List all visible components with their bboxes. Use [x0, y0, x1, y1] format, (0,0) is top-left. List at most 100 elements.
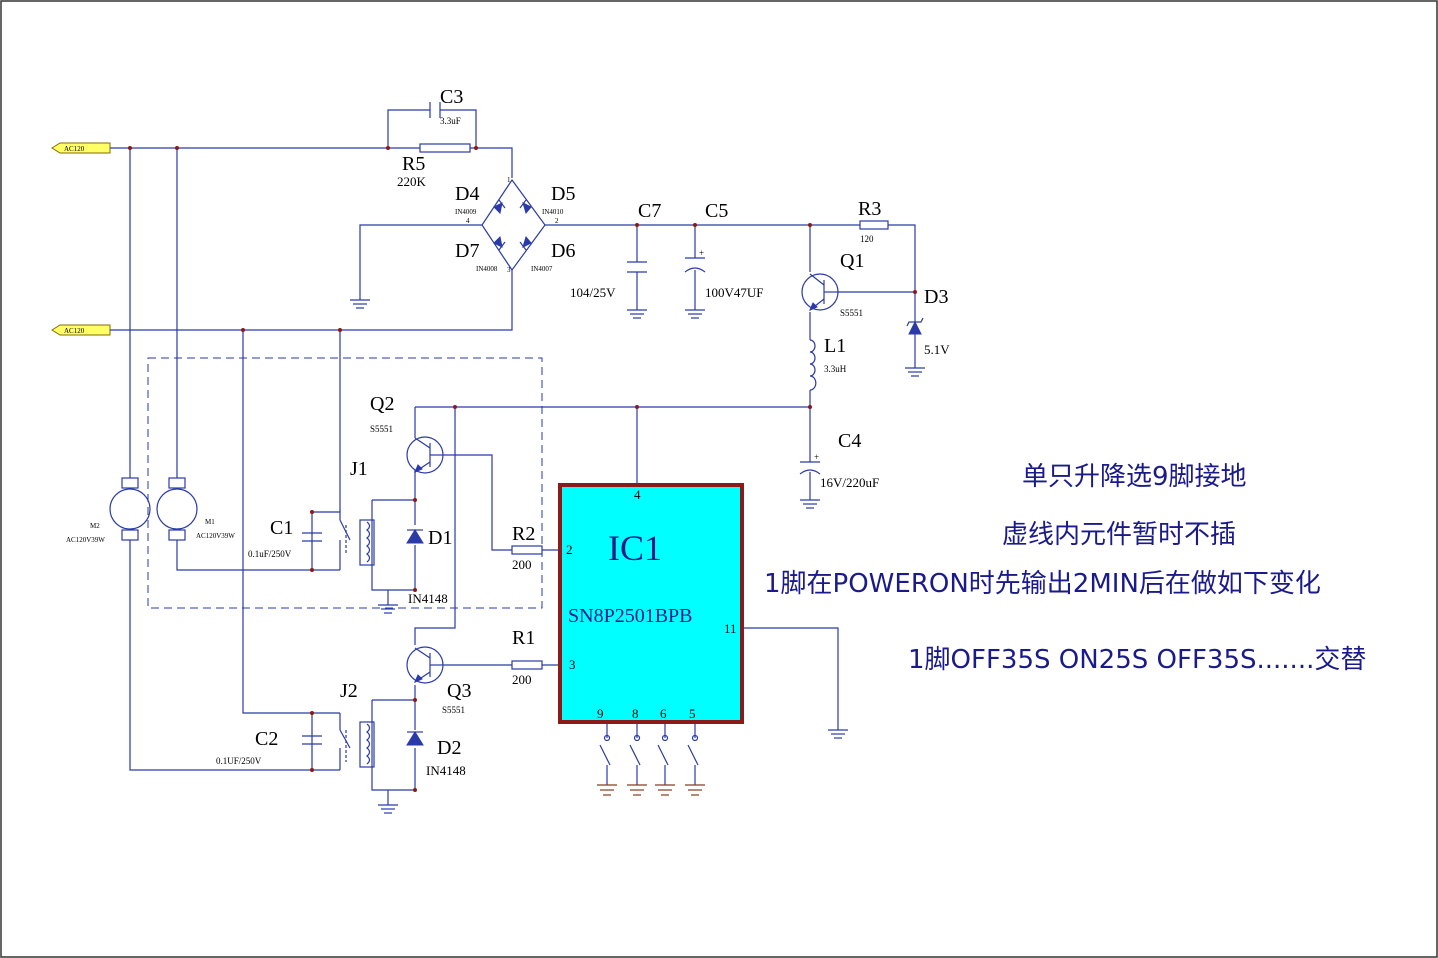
- svg-text:3: 3: [507, 266, 511, 274]
- svg-text:IN4009: IN4009: [455, 208, 477, 216]
- svg-text:D2: D2: [437, 737, 461, 759]
- svg-text:C2: C2: [255, 728, 278, 750]
- svg-text:R3: R3: [858, 198, 881, 220]
- svg-text:IN4010: IN4010: [542, 208, 564, 216]
- design-notes: 单只升降选9脚接地 虚线内元件暂时不插 1脚在POWERON时先输出2MIN后在…: [764, 462, 1366, 675]
- svg-text:AC120V39W: AC120V39W: [196, 532, 235, 540]
- svg-text:D1: D1: [428, 527, 452, 549]
- motor-m2: M2 AC120V39W: [66, 477, 151, 544]
- bridge-rectifier: D4 IN4009 4 D5 IN4010 2 D7 IN4008 3 D6 I…: [455, 176, 575, 274]
- svg-text:IN4148: IN4148: [408, 591, 448, 606]
- svg-text:Q2: Q2: [370, 393, 394, 415]
- svg-text:AC120V39W: AC120V39W: [66, 536, 105, 544]
- svg-text:3: 3: [569, 657, 576, 672]
- capacitor-c7: C7 104/25V: [570, 200, 661, 300]
- svg-text:0.1uF/250V: 0.1uF/250V: [248, 549, 292, 559]
- svg-text:J1: J1: [350, 458, 368, 480]
- svg-text:R2: R2: [512, 523, 535, 545]
- ac-port-bottom: AC120: [51, 324, 111, 336]
- svg-text:IC1: IC1: [608, 528, 662, 568]
- svg-text:Q1: Q1: [840, 250, 864, 272]
- svg-text:3.3uH: 3.3uH: [824, 364, 847, 374]
- relay-j1: J1: [339, 458, 375, 566]
- svg-text:5: 5: [689, 706, 696, 721]
- capacitor-c5: + C5 100V47UF: [684, 200, 764, 300]
- zener-d3: D3 5.1V: [906, 286, 950, 357]
- wires: [110, 109, 916, 805]
- svg-text:6: 6: [660, 706, 667, 721]
- svg-text:16V/220uF: 16V/220uF: [820, 475, 879, 490]
- ac-port-top: AC120: [51, 142, 111, 154]
- svg-text:3.3uF: 3.3uF: [440, 116, 461, 126]
- relay-j2: J2: [339, 680, 375, 768]
- svg-text:11: 11: [724, 621, 737, 636]
- svg-text:200: 200: [512, 672, 532, 687]
- svg-text:D6: D6: [551, 240, 575, 262]
- svg-text:IN4008: IN4008: [476, 265, 498, 273]
- svg-text:1脚OFF35S ON25S OFF35S.......交替: 1脚OFF35S ON25S OFF35S.......交替: [908, 645, 1366, 675]
- resistor-r5: R5 220K: [397, 143, 471, 189]
- svg-text:M2: M2: [90, 522, 100, 530]
- svg-text:4: 4: [634, 487, 641, 502]
- svg-text:Q3: Q3: [447, 680, 471, 702]
- svg-text:L1: L1: [824, 335, 846, 357]
- svg-text:+: +: [699, 248, 704, 258]
- svg-text:9: 9: [597, 706, 604, 721]
- junctions: [128, 146, 917, 792]
- svg-text:C4: C4: [838, 430, 861, 452]
- svg-text:C5: C5: [705, 200, 728, 222]
- transistor-q1: Q1 S5551: [801, 250, 864, 318]
- svg-text:4: 4: [466, 217, 470, 225]
- svg-text:虚线内元件暂时不插: 虚线内元件暂时不插: [1002, 520, 1236, 550]
- svg-text:AC120: AC120: [64, 327, 85, 335]
- resistor-r3: R3 120: [858, 198, 889, 244]
- pin-switches: [599, 734, 699, 766]
- svg-text:2: 2: [555, 217, 559, 225]
- svg-text:单只升降选9脚接地: 单只升降选9脚接地: [1022, 462, 1247, 492]
- svg-text:220K: 220K: [397, 174, 427, 189]
- svg-text:C3: C3: [440, 86, 463, 108]
- svg-text:D4: D4: [455, 183, 479, 205]
- not-populated-region: [147, 357, 543, 609]
- diode-d1: D1 IN4148: [406, 527, 452, 606]
- capacitor-c2: C2 0.1UF/250V: [216, 728, 322, 766]
- diode-d2: D2 IN4148: [406, 731, 466, 778]
- resistor-r2: R2 200: [511, 523, 543, 572]
- ic1-chip: IC1 SN8P2501BPB 4 2 3 11 9 8 6 5: [558, 483, 744, 724]
- transistor-q3: Q3 S5551: [406, 646, 471, 715]
- svg-text:R5: R5: [402, 153, 425, 175]
- svg-text:2: 2: [566, 542, 573, 557]
- svg-text:D7: D7: [455, 240, 479, 262]
- ground-symbols: [350, 299, 925, 814]
- svg-text:J2: J2: [340, 680, 358, 702]
- svg-text:AC120: AC120: [64, 145, 85, 153]
- capacitor-c4: + C4 16V/220uF: [799, 430, 879, 490]
- svg-text:100V47UF: 100V47UF: [705, 285, 764, 300]
- svg-text:S5551: S5551: [840, 308, 863, 318]
- svg-text:S5551: S5551: [370, 424, 393, 434]
- svg-text:D3: D3: [924, 286, 948, 308]
- svg-text:104/25V: 104/25V: [570, 285, 616, 300]
- svg-text:200: 200: [512, 557, 532, 572]
- svg-text:+: +: [814, 452, 819, 462]
- svg-text:120: 120: [860, 234, 874, 244]
- transistor-q2: Q2 S5551: [370, 393, 445, 474]
- svg-text:IN4007: IN4007: [531, 265, 553, 273]
- svg-text:SN8P2501BPB: SN8P2501BPB: [568, 605, 693, 627]
- inductor-l1: L1 3.3uH: [809, 335, 847, 391]
- svg-text:C7: C7: [638, 200, 661, 222]
- svg-text:R1: R1: [512, 627, 535, 649]
- svg-text:0.1UF/250V: 0.1UF/250V: [216, 756, 262, 766]
- svg-text:1: 1: [507, 176, 511, 184]
- svg-text:M1: M1: [205, 518, 215, 526]
- svg-text:IN4148: IN4148: [426, 763, 466, 778]
- svg-text:1脚在POWERON时先输出2MIN后在做如下变化: 1脚在POWERON时先输出2MIN后在做如下变化: [764, 569, 1321, 599]
- svg-text:S5551: S5551: [442, 705, 465, 715]
- capacitor-c1: C1 0.1uF/250V: [248, 517, 322, 559]
- motor-m1: M1 AC120V39W: [156, 477, 235, 541]
- svg-text:C1: C1: [270, 517, 293, 539]
- svg-text:D5: D5: [551, 183, 575, 205]
- resistor-r1: R1 200: [511, 627, 543, 687]
